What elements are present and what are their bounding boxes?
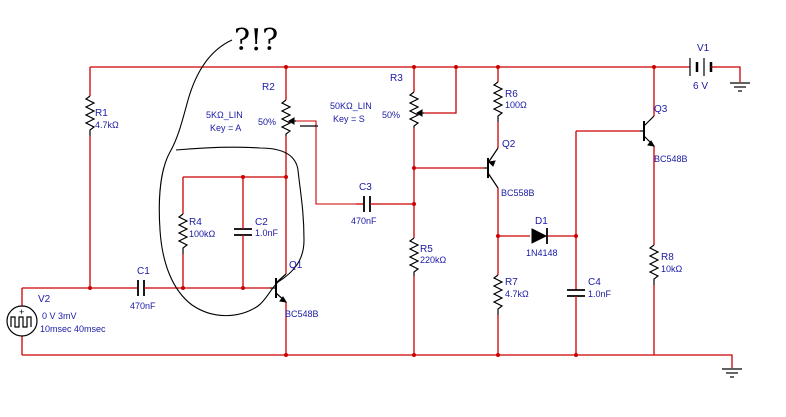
v2-value-line2: 10msec 40msec — [40, 324, 106, 334]
resistor-r1: R1 4.7kΩ — [84, 95, 119, 136]
r2-value: 5KΩ_LIN — [206, 110, 243, 120]
d1-ref: D1 — [535, 216, 548, 227]
c2-value: 1.0nF — [255, 228, 279, 238]
r8-value: 10kΩ — [661, 264, 683, 274]
r3-key: Key = S — [333, 114, 365, 124]
scribble-text: ?!? — [234, 23, 278, 58]
v1-ref: V1 — [697, 43, 710, 54]
r6-value: 100Ω — [505, 100, 527, 110]
r4-value: 100kΩ — [189, 229, 216, 239]
r2-wiper: 50% — [258, 117, 276, 127]
capacitor-c1: C1 470nF — [130, 266, 156, 311]
q3-value: BC548B — [654, 154, 688, 164]
v2-ref: V2 — [38, 294, 51, 305]
junctions — [88, 65, 656, 357]
d1-value: 1N4148 — [526, 248, 558, 258]
r3-value: 50KΩ_LIN — [330, 101, 372, 111]
r1-ref: R1 — [95, 108, 108, 119]
v2-value-line1: 0 V 3mV — [42, 311, 77, 321]
capacitor-c4: C4 1.0nF — [567, 277, 612, 300]
v1-value: 6 V — [693, 81, 708, 92]
resistor-r4: R4 100kΩ — [177, 213, 216, 254]
r3-wiper: 50% — [382, 110, 400, 120]
c1-value: 470nF — [130, 301, 156, 311]
transistor-q1: Q1 BC548B — [270, 260, 319, 319]
r6-ref: R6 — [505, 89, 518, 100]
c2-ref: C2 — [255, 217, 268, 228]
pulse-source-v2: + V2 0 V 3mV 10msec 40msec — [6, 294, 106, 337]
battery-v1: V1 6 V — [689, 43, 717, 92]
capacitor-c3: C3 470nF — [351, 182, 378, 226]
potentiometer-r2: R2 5KΩ_LIN Key = A 50% — [206, 82, 318, 136]
q2-ref: Q2 — [502, 139, 516, 150]
handwritten-annotation: ?!? — [158, 23, 305, 317]
svg-text:+: + — [19, 307, 24, 317]
resistor-r8: R8 10kΩ — [648, 244, 683, 285]
r7-ref: R7 — [505, 277, 518, 288]
c4-ref: C4 — [588, 277, 601, 288]
r2-ref: R2 — [262, 82, 275, 93]
transistor-q2: Q2 BC558B — [484, 139, 535, 198]
q3-ref: Q3 — [654, 104, 668, 115]
transistor-q3: Q3 BC548B — [640, 104, 688, 164]
q1-value: BC548B — [285, 309, 319, 319]
r7-value: 4.7kΩ — [505, 289, 529, 299]
r3-ref: R3 — [390, 73, 403, 84]
q1-ref: Q1 — [289, 260, 303, 271]
r4-ref: R4 — [189, 217, 202, 228]
capacitor-c2: C2 1.0nF — [234, 217, 279, 240]
resistor-r7: R7 4.7kΩ — [492, 274, 529, 315]
r5-value: 220kΩ — [420, 255, 447, 265]
diode-d1: D1 1N4148 — [526, 216, 558, 258]
resistor-r6: R6 100Ω — [492, 81, 527, 122]
r1-value: 4.7kΩ — [95, 120, 119, 130]
c3-ref: C3 — [359, 182, 372, 193]
potentiometer-r3: R3 50KΩ_LIN Key = S 50% — [330, 73, 424, 128]
c1-ref: C1 — [137, 266, 150, 277]
r2-key: Key = A — [210, 123, 241, 133]
wires — [21, 66, 741, 368]
ground-icon — [730, 82, 750, 92]
ground-icon — [722, 368, 742, 378]
r5-ref: R5 — [420, 244, 433, 255]
r8-ref: R8 — [661, 252, 674, 263]
c3-value: 470nF — [351, 216, 377, 226]
c4-value: 1.0nF — [588, 289, 612, 299]
resistor-r5: R5 220kΩ — [408, 237, 447, 276]
q2-value: BC558B — [501, 188, 535, 198]
